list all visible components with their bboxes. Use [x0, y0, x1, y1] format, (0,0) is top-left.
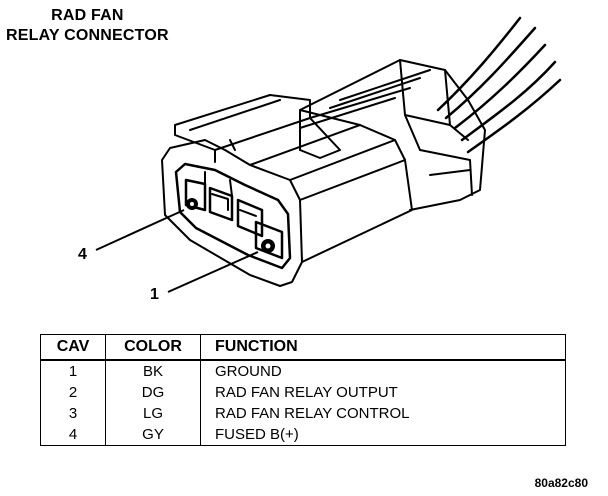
cavity-4 [184, 178, 207, 212]
front-face-outer [161, 139, 303, 287]
diagram-title: RAD FAN RELAY CONNECTOR [6, 6, 169, 46]
connector-illustration [95, 16, 562, 293]
table-row: 1 BK GROUND [40, 360, 566, 382]
cell-color: GY [105, 424, 201, 446]
wire-bundle [436, 16, 562, 154]
cavity-1 [254, 220, 284, 260]
cell-function: RAD FAN RELAY CONTROL [200, 403, 566, 424]
cell-cav: 3 [40, 403, 106, 424]
cell-color: BK [105, 360, 201, 382]
cell-function: FUSED B(+) [200, 424, 566, 446]
table-row: 4 GY FUSED B(+) [40, 424, 566, 446]
cell-cav: 2 [40, 382, 106, 403]
header-color: COLOR [105, 334, 201, 361]
figure-code: 80a82c80 [534, 476, 588, 490]
title-line-1: RAD FAN [51, 7, 124, 24]
leader-line-pin-1 [167, 251, 259, 293]
callout-pin-4: 4 [78, 246, 87, 263]
header-function: FUNCTION [200, 334, 566, 361]
leader-line-pin-4 [95, 209, 185, 251]
title-line-2: RELAY CONNECTOR [6, 27, 169, 44]
cell-cav: 1 [40, 360, 106, 382]
cell-cav: 4 [40, 424, 106, 446]
cell-function: RAD FAN RELAY OUTPUT [200, 382, 566, 403]
housing-rear [299, 59, 486, 211]
table-header-row: CAV COLOR FUNCTION [40, 334, 566, 361]
front-face-inner [174, 162, 292, 270]
cell-color: DG [105, 382, 201, 403]
callout-pin-1: 1 [150, 286, 159, 303]
pinout-table: CAV COLOR FUNCTION 1 BK GROUND 2 DG RAD … [40, 334, 566, 446]
cell-color: LG [105, 403, 201, 424]
cavity-3 [208, 186, 234, 222]
table-row: 2 DG RAD FAN RELAY OUTPUT [40, 382, 566, 403]
cell-function: GROUND [200, 360, 566, 382]
header-cav: CAV [40, 334, 106, 361]
cavity-2 [236, 198, 264, 238]
table-row: 3 LG RAD FAN RELAY CONTROL [40, 403, 566, 424]
